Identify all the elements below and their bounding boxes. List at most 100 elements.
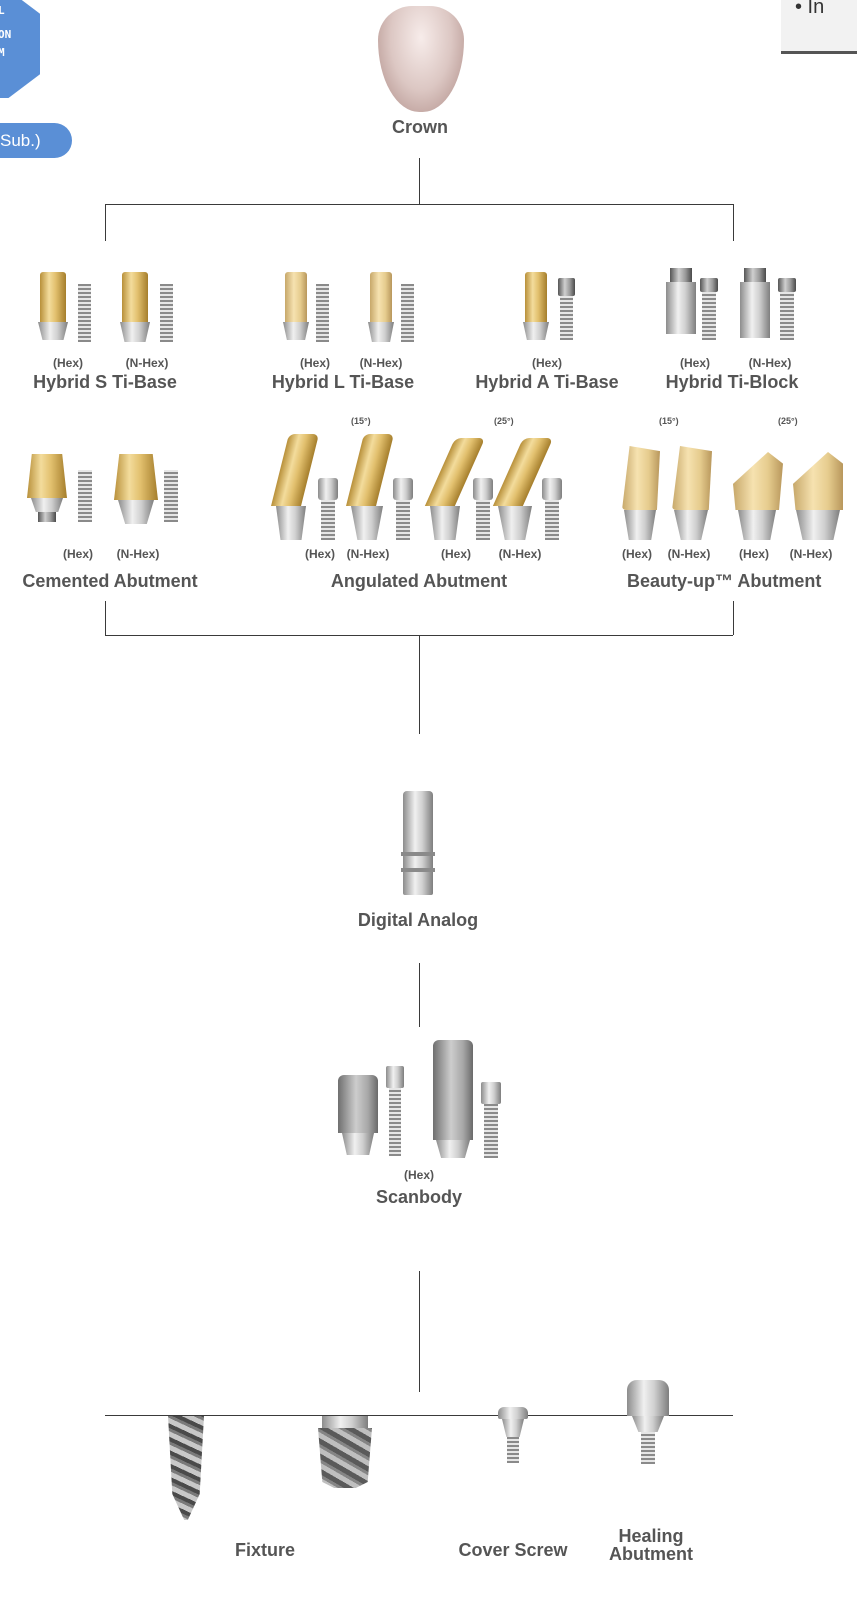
variant-label: (Hex) [617,547,657,561]
badge-line-2: ON [0,28,11,41]
variant-label: (Hex) [399,1168,439,1182]
hybrid-l-nhex-image [370,272,392,322]
cemented-hex-connector [38,512,56,522]
beauty-15-nhex-image [672,446,712,510]
angulated-15-hex-collar [276,506,306,540]
scanbody-short-collar [342,1133,374,1155]
hybrid-l-hex-image [285,272,307,322]
angulated-screw-image-4 [545,500,559,540]
angle-label: (25°) [778,416,798,426]
variant-label: (Hex) [295,356,335,370]
angulated-screw-image [321,500,335,540]
connector-line [419,158,420,204]
scanbody-long-image [433,1040,473,1140]
connector-line [419,635,420,734]
connector-line [105,204,106,241]
hybrid-l-ti-base-title: Hybrid L Ti-Base [258,372,428,393]
beauty-25-hex-collar [738,510,776,540]
ti-block-hex-image [666,282,696,334]
angulated-screw-head-3 [473,478,493,500]
variant-label: (N-Hex) [745,356,795,370]
angulated-screw-head [318,478,338,500]
badge-line-1: L [0,4,5,17]
hybrid-l-screw-image [316,284,329,342]
healing-abutment-head [627,1380,669,1416]
connector-line [105,601,106,635]
fixture-2-image [318,1428,372,1488]
info-box-text: • In [795,0,824,18]
hybrid-s-hex-image [40,272,66,322]
cemented-nhex-image [114,454,158,500]
angle-label: (25°) [494,416,514,426]
hybrid-s-hex-collar [38,322,68,340]
scanbody-screw-image [389,1088,401,1156]
angulated-screw-image-2 [396,500,410,540]
cemented-screw-image [78,470,92,522]
healing-line-1: Healing [618,1526,683,1546]
angle-label: (15°) [659,416,679,426]
beauty-15-hex-image [622,446,660,510]
connector-line [733,601,734,635]
angulated-15-hex-image [271,434,319,506]
scanbody-long-collar [436,1140,470,1158]
angulated-abutment-title: Angulated Abutment [309,571,529,592]
ti-block-screw-image [702,292,716,340]
hybrid-a-screw-image [560,296,573,340]
digital-analog-image [403,791,433,895]
beauty-25-nhex-image [793,452,843,510]
fixture-2-collar [322,1416,368,1428]
cemented-hex-image [27,454,67,498]
category-pill[interactable]: Sub.) [0,123,72,158]
fixture-image [168,1416,204,1520]
variant-label: (Hex) [300,547,340,561]
hybrid-ti-block-title: Hybrid Ti-Block [652,372,812,393]
digital-analog-label: Digital Analog [328,910,508,931]
analog-groove [401,852,435,856]
info-box: • In [781,0,857,54]
variant-label: (Hex) [527,356,567,370]
hybrid-s-ti-base-title: Hybrid S Ti-Base [15,372,195,393]
hybrid-s-screw-image-2 [160,284,173,342]
healing-abutment-collar [632,1416,664,1432]
cemented-nhex-collar [118,500,154,524]
variant-label: (Hex) [436,547,476,561]
ti-block-nhex-image [740,282,770,338]
hybrid-a-hex-collar [523,322,549,340]
scanbody-label: Scanbody [339,1187,499,1208]
variant-label: (N-Hex) [664,547,714,561]
fixture-label: Fixture [205,1540,325,1561]
beauty-up-abutment-title: Beauty-up™ Abutment [627,571,857,592]
hybrid-l-hex-collar [283,322,309,340]
healing-line-2: Abutment [609,1544,693,1564]
beauty-25-hex-image [733,452,783,510]
variant-label: (N-Hex) [786,547,836,561]
variant-label: (N-Hex) [113,547,163,561]
analog-groove-2 [401,868,435,872]
ti-block-screw-head [700,278,718,292]
ti-block-screw-image-2 [780,292,794,340]
variant-label: (Hex) [734,547,774,561]
cemented-screw-image-2 [164,470,178,522]
variant-label: (N-Hex) [122,356,172,370]
crown-image [378,6,464,112]
angulated-25-nhex-collar [498,506,532,540]
hybrid-a-hex-image [525,272,547,322]
scanbody-screw-head-2 [481,1082,501,1104]
beauty-15-hex-collar [624,510,656,540]
beauty-25-nhex-collar [796,510,840,540]
angulated-25-hex-collar [430,506,460,540]
hybrid-s-nhex-image [122,272,148,322]
angulated-screw-head-4 [542,478,562,500]
angulated-15-nhex-image [346,434,394,506]
variant-label: (N-Hex) [356,356,406,370]
variant-label: (Hex) [58,547,98,561]
ti-block-screw-head-2 [778,278,796,292]
cemented-hex-collar [31,498,63,512]
variant-label: (N-Hex) [495,547,545,561]
ti-block-nhex-top [744,268,766,282]
crown-label: Crown [360,117,480,138]
ti-block-hex-top [670,268,692,282]
healing-abutment-thread [641,1432,655,1464]
hybrid-l-nhex-collar [368,322,394,342]
cemented-abutment-title: Cemented Abutment [10,571,210,592]
